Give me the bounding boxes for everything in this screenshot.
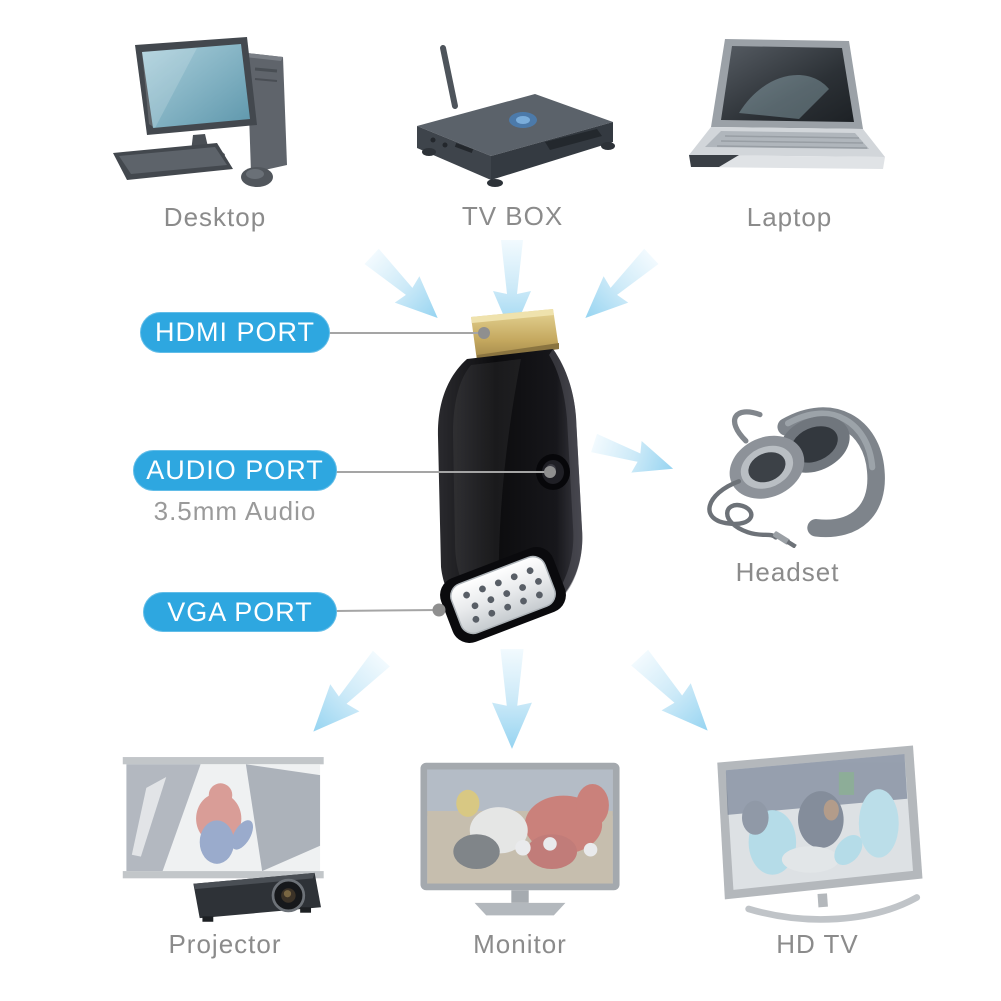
device-label-headset: Headset (735, 557, 840, 587)
hd-tv-icon (717, 745, 923, 923)
projector-icon (122, 757, 324, 922)
tv-box-icon (417, 45, 615, 187)
arrow-to-hdtv-icon (631, 649, 708, 731)
audio-jack-hole (536, 454, 570, 490)
audio-device-headset: Headset (665, 390, 910, 588)
headset-icon (706, 407, 885, 548)
device-label-hd-tv: HD TV (776, 929, 859, 959)
device-label-projector: Projector (168, 929, 282, 959)
vga-callout-line (334, 609, 439, 612)
hdmi-port-label: HDMI PORT (154, 317, 315, 347)
output-device-hd-tv: HD TV (690, 736, 945, 960)
arrow-to-headset-icon (591, 433, 674, 473)
audio-port-badge: AUDIO PORT (133, 450, 337, 491)
hdmi-to-vga-adapter (437, 309, 583, 643)
device-label-tv-box: TV BOX (461, 201, 564, 231)
arrow-down-from-laptop-icon (585, 248, 659, 318)
output-device-projector: Projector (95, 748, 355, 960)
vga-port-face (440, 547, 566, 643)
hdmi-connector-gold (471, 309, 559, 361)
audio-port-sublabel: 3.5mm Audio (153, 496, 317, 526)
source-device-desktop: Desktop (100, 33, 330, 233)
device-label-monitor: Monitor (473, 929, 567, 959)
arrow-down-from-tv-box-icon (493, 240, 531, 335)
audio-port-label: AUDIO PORT (146, 455, 324, 485)
vga-port-label: VGA PORT (167, 596, 313, 627)
arrow-down-from-desktop-icon (364, 248, 438, 318)
vga-port-badge: VGA PORT (143, 592, 337, 632)
hdmi-port-badge: HDMI PORT (140, 312, 330, 353)
arrow-to-projector-icon (313, 650, 390, 732)
laptop-icon (689, 39, 885, 169)
device-label-desktop: Desktop (163, 202, 267, 232)
source-device-tv-box: TV BOX (395, 40, 630, 232)
arrow-to-monitor-icon (492, 649, 532, 749)
source-device-laptop: Laptop (672, 33, 907, 233)
desktop-computer-icon (113, 37, 287, 187)
device-label-laptop: Laptop (746, 202, 833, 232)
output-device-monitor: Monitor (400, 755, 640, 960)
monitor-icon (419, 762, 620, 916)
